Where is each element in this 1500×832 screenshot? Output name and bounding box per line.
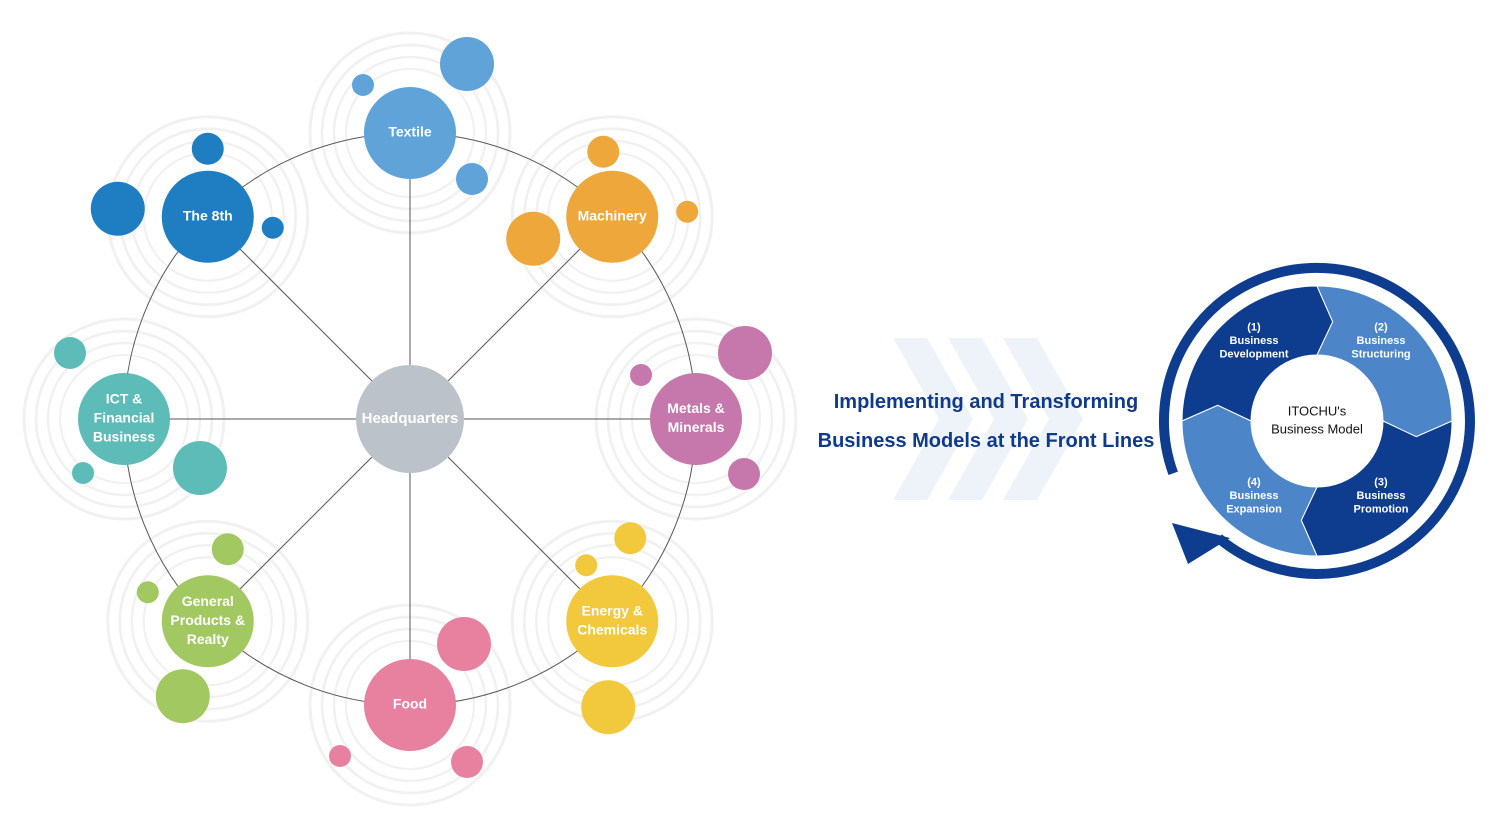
satellite-bubble xyxy=(456,163,488,195)
satellite-bubble xyxy=(440,37,494,91)
division-label: Machinery xyxy=(578,207,647,223)
hub-node: Headquarters xyxy=(356,365,464,473)
division-label: Food xyxy=(393,696,427,712)
division-circle xyxy=(364,87,456,179)
arrowhead-icon xyxy=(1172,523,1230,564)
cycle-step-label-promotion: Promotion xyxy=(1354,503,1409,515)
cycle-step-label-structuring: Business xyxy=(1357,335,1406,347)
halo-ring xyxy=(106,519,310,723)
cycle-core-label: ITOCHU's xyxy=(1288,403,1347,418)
satellite-bubble xyxy=(506,211,561,266)
division-eighth-satellites xyxy=(90,132,284,239)
division-circle xyxy=(364,659,456,751)
satellite-bubble xyxy=(581,680,636,735)
division-label: The 8th xyxy=(183,207,233,223)
cycle-step-label-development: Business xyxy=(1230,335,1279,347)
division-label: Energy & xyxy=(581,602,642,618)
satellite-bubble xyxy=(718,326,772,380)
cycle-step-label-structuring: Structuring xyxy=(1351,348,1410,360)
chevron-arrow-shape xyxy=(948,338,1028,500)
halo-ring xyxy=(118,531,298,711)
satellite-bubble xyxy=(451,746,483,778)
division-circle xyxy=(650,373,742,465)
division-node-metals: Metals & Minerals xyxy=(650,373,742,465)
cycle-step-label-promotion: Business xyxy=(1357,490,1406,502)
division-circle xyxy=(566,575,659,668)
satellite-bubble xyxy=(211,533,244,566)
division-food-satellites xyxy=(329,617,491,778)
chevron-arrow-shape xyxy=(1003,338,1083,500)
division-node-textile: Textile xyxy=(364,87,456,179)
cycle-step-label-development: Development xyxy=(1219,348,1288,360)
division-label: Textile xyxy=(388,124,432,140)
cycle-step-label-expansion: Business xyxy=(1230,490,1279,502)
division-label: Financial xyxy=(94,410,155,426)
division-node-food: Food xyxy=(364,659,456,751)
division-circle xyxy=(78,373,170,465)
satellite-bubble xyxy=(54,337,86,369)
division-circle xyxy=(161,575,254,668)
transition-chevrons xyxy=(893,338,1083,500)
hub-label: Headquarters xyxy=(362,410,459,427)
division-ict-satellites xyxy=(54,337,227,495)
satellite-bubble xyxy=(575,554,598,577)
cycle-step-label-expansion: Expansion xyxy=(1226,503,1282,515)
division-node-machinery: Machinery xyxy=(566,170,659,263)
division-circle xyxy=(566,170,659,263)
satellite-bubble xyxy=(676,200,699,223)
chevron-arrow-shape xyxy=(893,338,973,500)
satellite-bubble xyxy=(630,364,652,386)
satellite-bubble xyxy=(352,74,374,96)
division-node-eighth: The 8th xyxy=(161,170,254,263)
satellite-bubble xyxy=(614,522,647,555)
satellite-bubble xyxy=(329,745,351,767)
division-metals-satellites xyxy=(630,326,772,490)
cycle-step-label-expansion: (4) xyxy=(1247,476,1261,488)
cycle-return-arrow xyxy=(1158,262,1475,579)
division-general-satellites xyxy=(136,533,244,724)
tagline-line-2: Business Models at the Front Lines xyxy=(818,430,1155,452)
division-label: Minerals xyxy=(668,419,725,435)
halo-ring xyxy=(142,556,273,687)
satellite-bubble xyxy=(173,441,227,495)
division-label: General xyxy=(182,593,234,609)
division-label: Realty xyxy=(187,631,229,647)
cycle-step-label-structuring: (2) xyxy=(1374,321,1388,333)
satellite-bubble xyxy=(191,132,224,165)
satellite-bubble xyxy=(72,462,94,484)
cycle-step-label-promotion: (3) xyxy=(1374,476,1388,488)
cycle-core xyxy=(1251,355,1383,487)
satellite-bubble xyxy=(728,458,760,490)
division-label: Business xyxy=(93,429,155,445)
cycle-core-label: Business Model xyxy=(1271,421,1363,436)
satellite-bubble xyxy=(136,581,159,604)
hub-circle xyxy=(356,365,464,473)
division-node-energy: Energy & Chemicals xyxy=(566,575,659,668)
division-textile-satellites xyxy=(352,37,494,195)
halo-ring xyxy=(510,115,714,319)
division-label: Metals & xyxy=(667,400,725,416)
satellite-bubble xyxy=(155,669,210,724)
satellite-bubble xyxy=(261,216,284,239)
satellite-bubble xyxy=(587,135,620,168)
division-energy-satellites xyxy=(575,522,647,735)
division-label: Products & xyxy=(170,612,245,628)
cycle-step-label-development: (1) xyxy=(1247,321,1261,333)
division-label: Chemicals xyxy=(577,621,647,637)
satellite-bubble xyxy=(437,617,491,671)
satellite-bubble xyxy=(90,181,145,236)
tagline-line-1: Implementing and Transforming xyxy=(834,391,1138,413)
division-label: ICT & xyxy=(106,391,143,407)
division-machinery-satellites xyxy=(506,135,699,266)
division-circle xyxy=(161,170,254,263)
